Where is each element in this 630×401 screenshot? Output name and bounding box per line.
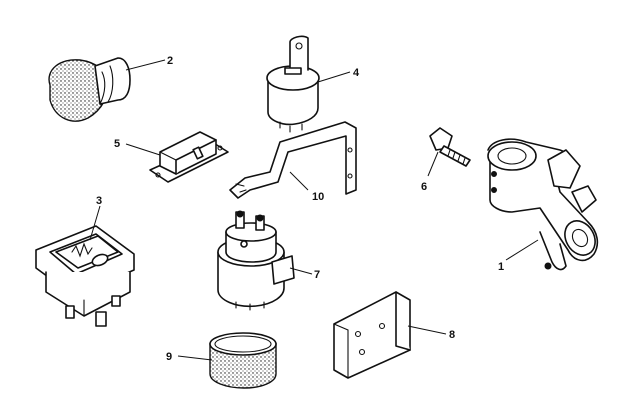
part-2-lamp-cap bbox=[48, 57, 131, 122]
leader-10 bbox=[289, 171, 309, 191]
part-3-rocker-switch bbox=[35, 225, 135, 327]
leader-4 bbox=[317, 71, 351, 83]
part-9-sleeve bbox=[209, 332, 277, 389]
leader-2 bbox=[125, 59, 166, 71]
part-10-bracket bbox=[229, 121, 357, 199]
leader-3 bbox=[89, 205, 101, 241]
callout-10: 10 bbox=[312, 191, 324, 203]
callout-2: 2 bbox=[167, 55, 173, 67]
leader-5 bbox=[125, 143, 161, 156]
part-1-ignition-switch bbox=[487, 138, 599, 271]
leader-lines bbox=[89, 59, 539, 361]
leader-9 bbox=[177, 355, 213, 361]
callout-8: 8 bbox=[449, 329, 455, 341]
callout-1: 1 bbox=[498, 261, 504, 273]
leader-1 bbox=[505, 239, 539, 261]
part-4-relay bbox=[266, 35, 320, 133]
leader-7 bbox=[289, 267, 313, 275]
callout-6: 6 bbox=[421, 181, 427, 193]
callout-9: 9 bbox=[166, 351, 172, 363]
part-6-bolt bbox=[429, 127, 471, 167]
part-5-connector-block bbox=[149, 131, 229, 183]
part-8-plate bbox=[333, 291, 411, 379]
callout-4: 4 bbox=[353, 67, 360, 79]
part-7-solenoid bbox=[217, 210, 295, 311]
leader-6 bbox=[427, 151, 439, 177]
callout-7: 7 bbox=[314, 269, 320, 281]
callout-numbers: 2 4 5 10 6 1 3 7 8 9 bbox=[96, 55, 504, 363]
callout-5: 5 bbox=[114, 138, 120, 150]
leader-8 bbox=[407, 325, 447, 335]
callout-3: 3 bbox=[96, 195, 102, 207]
